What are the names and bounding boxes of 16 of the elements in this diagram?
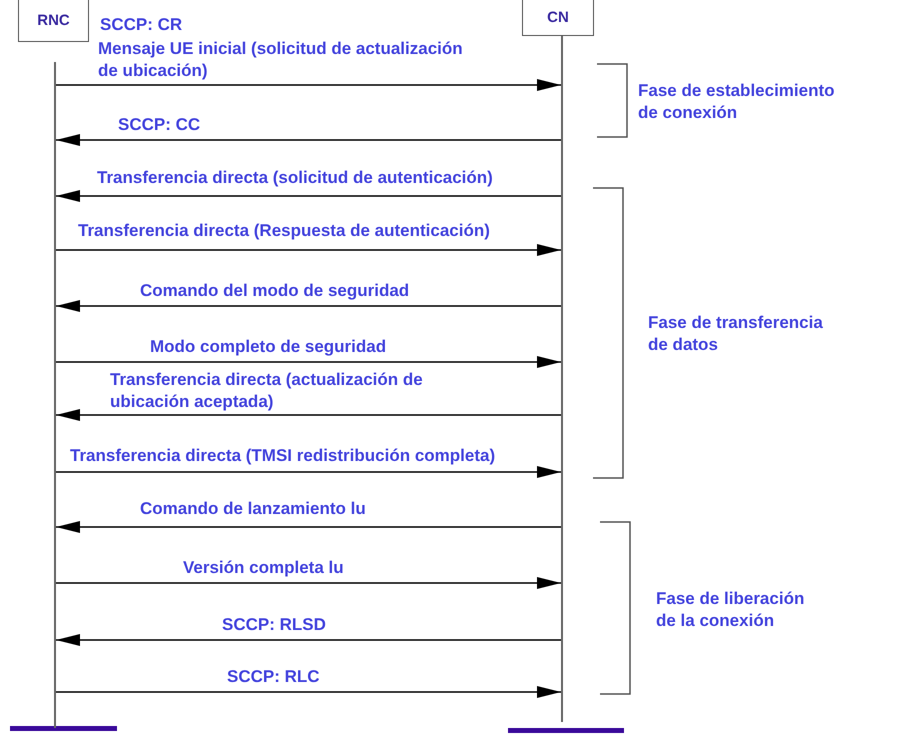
message-arrow: [56, 134, 561, 146]
message-arrow: [56, 356, 561, 368]
message-arrow: [56, 300, 561, 312]
lifeline: [54, 62, 56, 728]
message-arrow: [56, 409, 561, 421]
message-arrow: [56, 466, 561, 478]
message-arrow: [56, 79, 561, 91]
message-arrow: [56, 244, 561, 256]
lifeline: [561, 36, 563, 722]
message-arrow: [56, 686, 561, 698]
message-arrow: [56, 634, 561, 646]
lifeline-header: RNC: [18, 0, 89, 42]
message-arrow: [56, 190, 561, 202]
lifeline-header: CN: [522, 0, 594, 36]
message-arrow: [56, 577, 561, 589]
message-arrow: [56, 521, 561, 533]
